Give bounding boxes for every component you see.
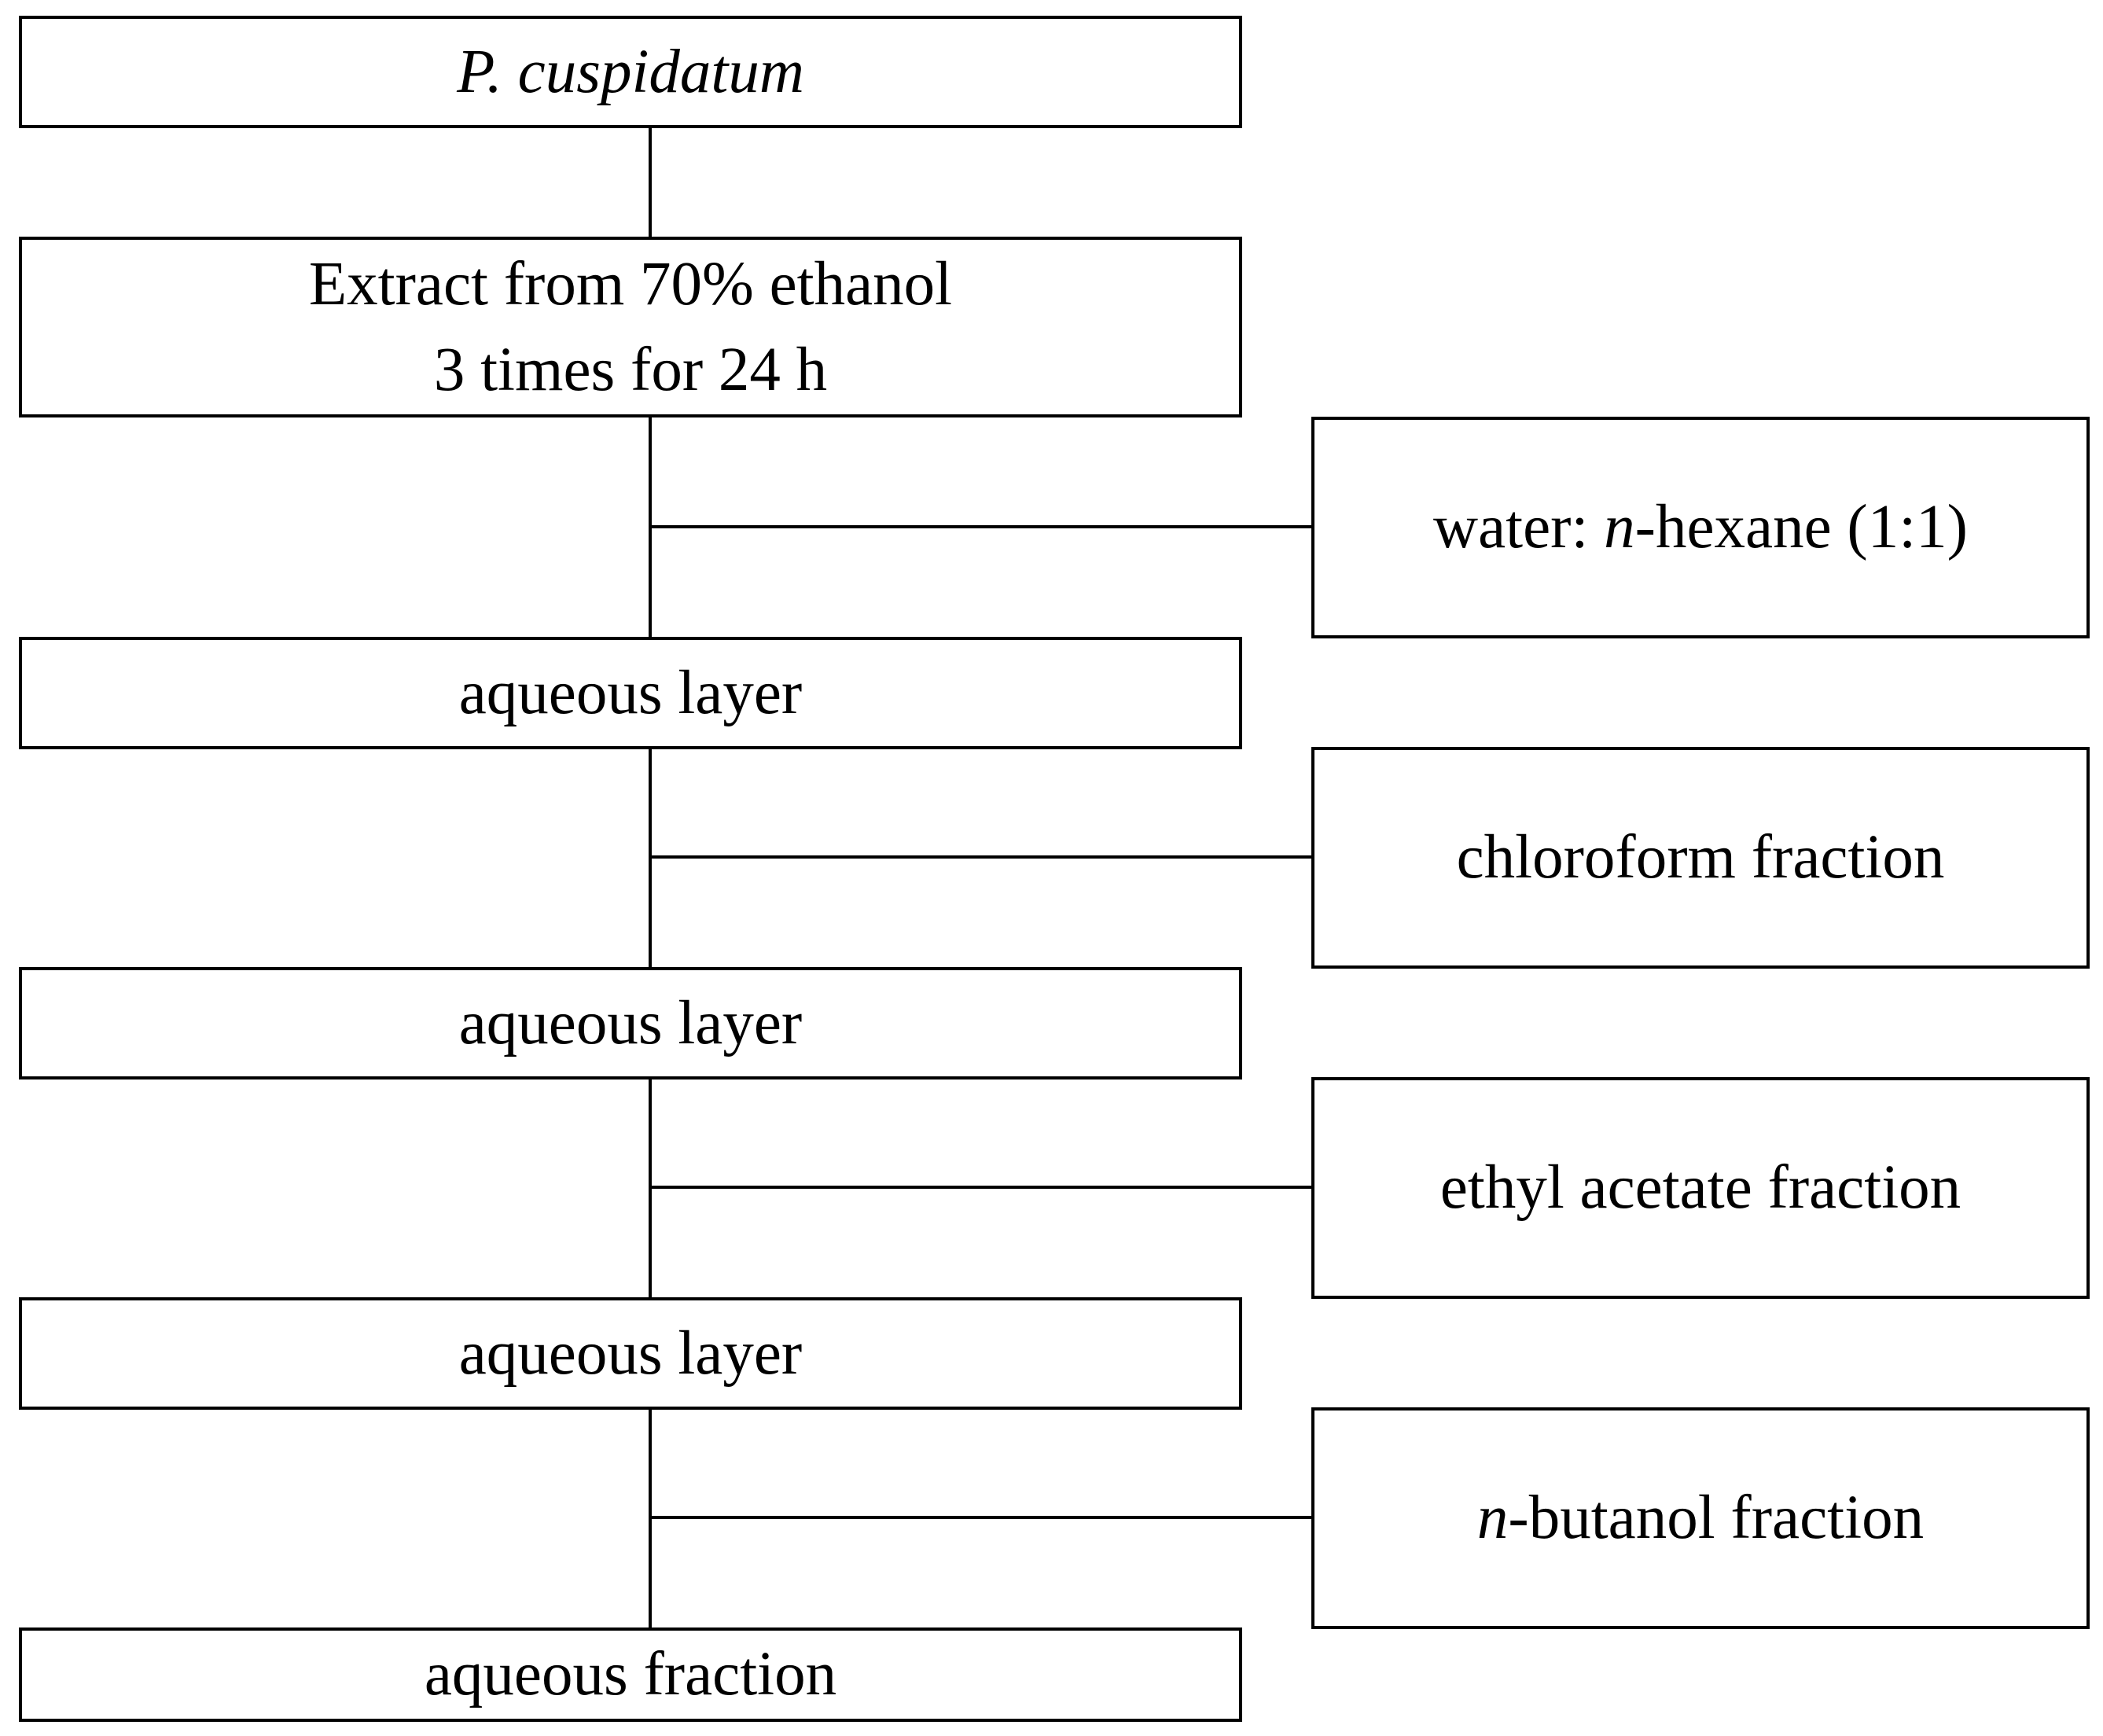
connector-source-extract: [649, 128, 652, 237]
extract-node: Extract from 70% ethanol 3 times for 24 …: [19, 237, 1242, 417]
aqueous-layer-node-1: aqueous layer: [19, 637, 1242, 749]
extract-label-line2: 3 times for 24 h: [433, 336, 828, 404]
hexane-rest: -hexane (1:1): [1634, 493, 1968, 562]
hexane-partition-label: water: n-hexane (1:1): [1433, 484, 1968, 570]
butanol-rest: -butanol fraction: [1508, 1484, 1925, 1553]
butanol-fraction-label: n-butanol fraction: [1477, 1475, 1924, 1561]
source-node: P. cuspidatum: [19, 16, 1242, 128]
extract-label-line1: Extract from 70% ethanol: [308, 249, 953, 318]
aqueous-layer-label-1: aqueous layer: [458, 658, 803, 727]
hexane-partition-node: water: n-hexane (1:1): [1311, 417, 2090, 638]
aqueous-layer-node-2: aqueous layer: [19, 967, 1242, 1079]
chloroform-fraction-node: chloroform fraction: [1311, 747, 2090, 969]
aqueous-layer-node-3: aqueous layer: [19, 1297, 1242, 1410]
aqueous-fraction-label: aqueous fraction: [424, 1640, 837, 1709]
hexane-prefix: water:: [1433, 493, 1605, 562]
hexane-italic-n: n: [1604, 493, 1635, 562]
butanol-fraction-node: n-butanol fraction: [1311, 1407, 2090, 1629]
chloroform-fraction-label: chloroform fraction: [1456, 823, 1945, 892]
aqueous-layer-label-3: aqueous layer: [458, 1319, 803, 1388]
aqueous-layer-label-2: aqueous layer: [458, 988, 803, 1057]
ethyl-acetate-fraction-label: ethyl acetate fraction: [1439, 1153, 1961, 1223]
branch-chloroform: [649, 855, 1311, 859]
branch-butanol: [649, 1516, 1311, 1519]
source-label: P. cuspidatum: [457, 37, 804, 106]
butanol-italic-n: n: [1476, 1484, 1509, 1553]
ethyl-acetate-fraction-node: ethyl acetate fraction: [1311, 1077, 2090, 1299]
aqueous-fraction-node: aqueous fraction: [19, 1628, 1242, 1722]
branch-ethyl-acetate: [649, 1186, 1311, 1189]
branch-hexane: [649, 525, 1311, 528]
